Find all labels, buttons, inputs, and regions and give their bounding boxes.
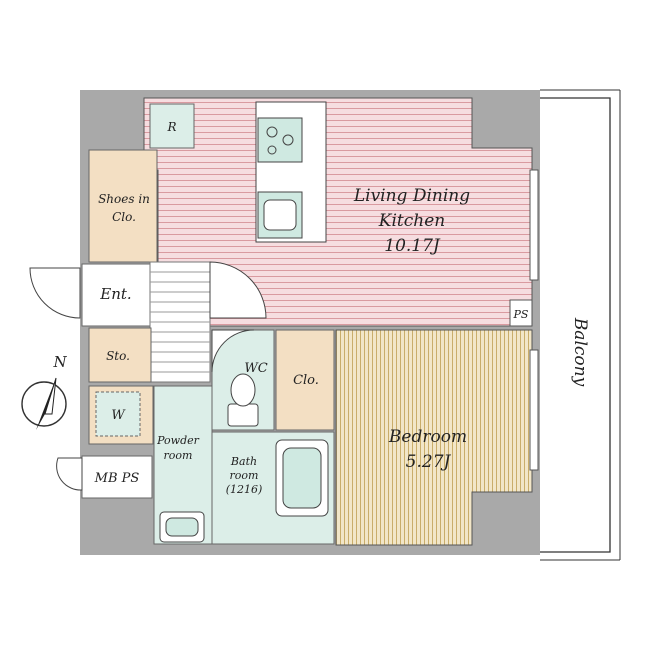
compass xyxy=(21,377,67,430)
bedroom-label: Bedroom xyxy=(388,427,467,447)
closet xyxy=(275,329,335,431)
ps-box xyxy=(509,299,533,327)
mbps-closet xyxy=(81,455,153,499)
refrigerator xyxy=(149,103,195,149)
balcony-label: Balcony xyxy=(570,317,590,387)
entrance-door[interactable] xyxy=(29,267,81,319)
ps-label: PS xyxy=(513,308,529,321)
hall-steps xyxy=(149,261,211,383)
entrance-area xyxy=(81,263,151,327)
kitchen-counter xyxy=(255,101,327,243)
refrigerator-label: R xyxy=(166,120,176,134)
ldk-door[interactable] xyxy=(209,261,267,319)
washer xyxy=(95,391,141,437)
ldk-size-label: 10.17J xyxy=(384,236,441,256)
closet-label: Clo. xyxy=(293,373,319,388)
shoes-closet-label-line2: Clo. xyxy=(112,210,136,224)
bath-room-label-line1: Bath xyxy=(230,455,257,468)
bath-room-label-line2: room xyxy=(230,469,259,482)
ldk-label-line2: Kitchen xyxy=(378,211,445,231)
wc-label: WC xyxy=(244,361,267,376)
mbps-door[interactable] xyxy=(56,457,83,491)
bath-room-label-line3: (1216) xyxy=(226,483,263,496)
bedroom-size-label: 5.27J xyxy=(406,452,452,472)
bedroom-floor xyxy=(335,329,533,546)
balcony xyxy=(540,89,621,561)
toilet xyxy=(227,373,259,427)
entrance-label: Ent. xyxy=(99,285,131,303)
compass-north-label: N xyxy=(52,353,67,371)
wc-door[interactable] xyxy=(211,329,255,373)
mbps-label: MB PS xyxy=(94,471,140,486)
powder-room-label-line1: Powder xyxy=(156,434,200,447)
shoes-closet-label-line1: Shoes in xyxy=(98,192,150,206)
storage xyxy=(88,327,152,383)
windows xyxy=(529,169,539,471)
washer-label: W xyxy=(111,408,126,423)
ldk-label-line1: Living Dining xyxy=(353,186,470,206)
powder-room-label-line2: room xyxy=(164,449,193,462)
storage-label: Sto. xyxy=(106,349,130,363)
shoes-closet xyxy=(88,149,158,263)
